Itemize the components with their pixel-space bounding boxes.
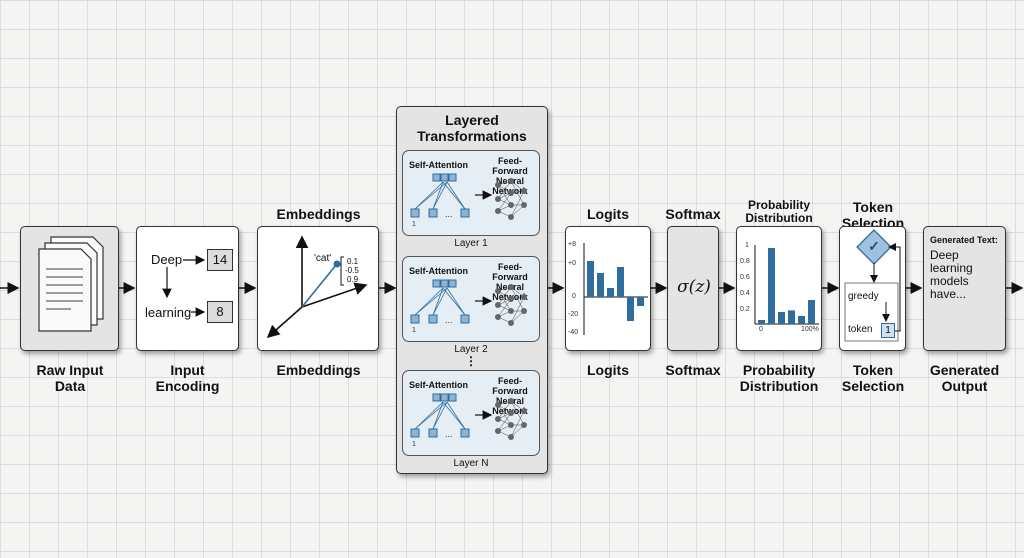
raw-input-label: Raw Input Data bbox=[36, 362, 104, 394]
softmax-label: Softmax bbox=[665, 362, 721, 378]
raw-input-box bbox=[20, 226, 119, 351]
logits-tick-1: +8 bbox=[568, 241, 576, 248]
selection-flow bbox=[844, 229, 901, 342]
softmax-title: Softmax bbox=[665, 206, 721, 222]
probability-bar bbox=[778, 312, 785, 324]
attention-network-icon-1 bbox=[410, 173, 527, 220]
transformer-layer-1: Self-Attention Feed-Forward Neural Netwo… bbox=[402, 150, 540, 236]
attention-index-2: 1 bbox=[412, 327, 416, 334]
token-selection-label: Token Selection bbox=[841, 362, 905, 394]
embeddings-title: Embeddings bbox=[276, 206, 361, 222]
prob-tick-2: 0.8 bbox=[740, 258, 750, 265]
attention-index-1: 1 bbox=[412, 221, 416, 228]
embedding-axes bbox=[266, 235, 368, 339]
prob-tick-4: 0.4 bbox=[740, 290, 750, 297]
prob-tick-5: 0.2 bbox=[740, 306, 750, 313]
logits-label: Logits bbox=[587, 362, 629, 378]
logits-tick-3: 0 bbox=[572, 293, 576, 300]
transformer-layer-n: Self-Attention Feed-Forward Neural Netwo… bbox=[402, 370, 540, 456]
probability-chart bbox=[754, 245, 819, 325]
output-header: Generated Text: bbox=[930, 235, 998, 245]
probability-label: Probability Distribution bbox=[739, 362, 819, 394]
logits-chart bbox=[583, 243, 648, 335]
layer-n-label: Layer N bbox=[453, 458, 489, 469]
logits-tick-4: -20 bbox=[568, 311, 579, 318]
softmax-box: σ(z) bbox=[667, 226, 719, 351]
token-word-deep: Deep bbox=[151, 252, 183, 267]
probability-bar bbox=[768, 248, 775, 324]
self-attention-label-2: Self-Attention bbox=[409, 266, 468, 276]
logit-bar bbox=[607, 288, 614, 297]
logits-tick-5: -40 bbox=[568, 329, 579, 336]
output-text: Deep learning models have... bbox=[930, 248, 973, 301]
probability-bar bbox=[808, 300, 815, 324]
layer-1-label: Layer 1 bbox=[454, 238, 488, 249]
logits-tick-2: +0 bbox=[568, 260, 576, 267]
token-label: token bbox=[848, 324, 873, 335]
probability-bar bbox=[798, 316, 805, 324]
documents-icon bbox=[38, 236, 104, 332]
transformer-layer-2: Self-Attention Feed-Forward Neural Netwo… bbox=[402, 256, 540, 342]
input-encoding-box: Deep 14 learning 8 bbox=[136, 226, 239, 351]
logit-bar bbox=[597, 273, 604, 297]
probability-box: 1 0.8 0.6 0.4 0.2 0 100% bbox=[736, 226, 822, 351]
attention-ellipsis-1: ... bbox=[445, 209, 453, 219]
attention-ellipsis-2: ... bbox=[445, 315, 453, 325]
embedding-value-3: 0.9 bbox=[347, 275, 359, 284]
token-word-learning: learning bbox=[145, 305, 192, 320]
prob-x-tick-1: 0 bbox=[759, 326, 763, 333]
layered-transformations-title: Layered Transformations bbox=[417, 112, 527, 144]
logits-box: +8 +0 0 -20 -40 bbox=[565, 226, 651, 351]
prob-tick-3: 0.6 bbox=[740, 274, 750, 281]
token-value: 1 bbox=[881, 323, 895, 338]
logit-bar bbox=[627, 297, 634, 321]
input-encoding-label: Input Encoding bbox=[155, 362, 220, 394]
token-id-14: 14 bbox=[207, 249, 233, 271]
token-selection-box: ✓ greedy token 1 bbox=[839, 226, 906, 351]
attention-index-n: 1 bbox=[412, 441, 416, 448]
attention-ellipsis-n: ... bbox=[445, 429, 453, 439]
generated-output-box: Generated Text: Deep learning models hav… bbox=[923, 226, 1006, 351]
vertical-ellipsis: ⋮ bbox=[465, 354, 477, 368]
probability-title: Probability Distribution bbox=[745, 198, 813, 225]
prob-x-tick-2: 100% bbox=[801, 326, 819, 333]
decision-diamond-icon bbox=[856, 229, 892, 265]
layer-2-label: Layer 2 bbox=[454, 344, 488, 355]
embeddings-label: Embeddings bbox=[276, 362, 361, 378]
logit-bar bbox=[637, 297, 644, 306]
softmax-formula: σ(z) bbox=[677, 277, 711, 297]
probability-bar bbox=[758, 320, 765, 324]
attention-network-icon-n bbox=[410, 393, 527, 440]
generated-output-label: Generated Output bbox=[929, 362, 1000, 394]
check-icon: ✓ bbox=[868, 238, 880, 254]
self-attention-label-1: Self-Attention bbox=[409, 160, 468, 170]
token-id-8: 8 bbox=[207, 301, 233, 323]
logits-title: Logits bbox=[587, 206, 629, 222]
probability-bar bbox=[788, 310, 795, 324]
greedy-label: greedy bbox=[848, 291, 879, 302]
embedding-value-2: -0.5 bbox=[345, 266, 359, 275]
encoding-arrows bbox=[162, 255, 206, 317]
logit-bar bbox=[617, 267, 624, 297]
embedding-value-1: 0.1 bbox=[347, 257, 359, 266]
embedding-word: 'cat' bbox=[314, 253, 332, 264]
logit-bar bbox=[587, 261, 594, 297]
prob-tick-1: 1 bbox=[745, 242, 749, 249]
attention-network-icon-2 bbox=[410, 279, 527, 326]
self-attention-label-n: Self-Attention bbox=[409, 380, 468, 390]
embeddings-box: 'cat' 0.1 -0.5 0.9 bbox=[257, 226, 379, 351]
